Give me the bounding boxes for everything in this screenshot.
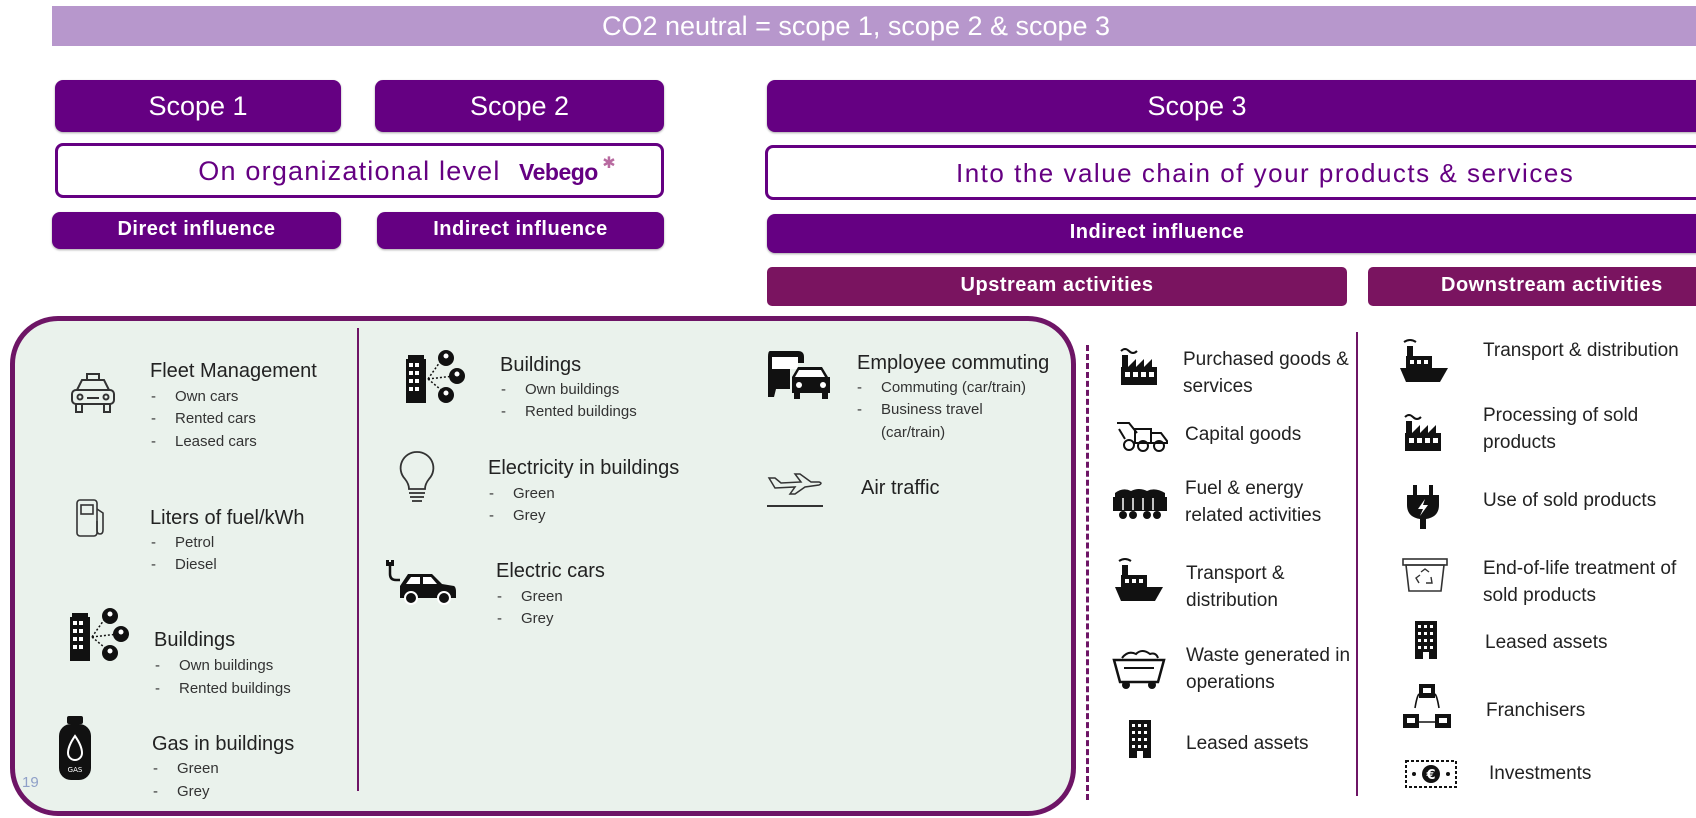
scope1-subitem: -Diesel [151, 556, 217, 573]
lightbulb-icon [397, 449, 437, 507]
svg-text:GAS: GAS [68, 766, 83, 774]
gas-cylinder-icon: GAS [57, 716, 93, 782]
value-chain-box: Into the value chain of your products & … [765, 145, 1696, 200]
upstream-activities-bar: Upstream activities [767, 267, 1347, 306]
franchise-network-icon [1401, 682, 1453, 732]
upstream-item-label: Purchased goods & services [1183, 349, 1349, 397]
car-icon [68, 370, 118, 418]
scope3-subitem: -Commuting (car/train) [857, 379, 1027, 396]
vebego-logo: Vebego [519, 159, 598, 185]
downstream-item-label: End-of-life treatment of sold products [1483, 558, 1677, 606]
scope3-subitem: (car/train) [881, 424, 946, 441]
scope1-subitem: -Green [153, 760, 219, 777]
scope2-header: Scope 2 [375, 80, 664, 132]
downstream-item-label: Use of sold products [1483, 490, 1657, 511]
upstream-dashed-divider [1086, 345, 1089, 800]
ship-icon [1398, 338, 1450, 386]
office-building-icon [1413, 619, 1439, 661]
scope1-subitem: -Own cars [151, 388, 239, 405]
downstream-item-label: Investments [1489, 763, 1592, 784]
euro-banknote-icon: € [1404, 759, 1458, 789]
organizational-level-label: On organizational level [198, 156, 501, 186]
emissions-panel [10, 316, 1076, 816]
scope3-item-title: Employee commuting [857, 352, 1050, 374]
scope1-subitem: -Rented buildings [155, 680, 291, 697]
waste-container-icon [1110, 648, 1168, 690]
scope1-header: Scope 1 [55, 80, 341, 132]
ship-icon [1113, 557, 1165, 605]
train-wagon-icon [1109, 485, 1171, 521]
scope2-subitem: -Own buildings [501, 381, 620, 398]
recycle-bin-icon [1401, 557, 1449, 595]
scope1-item-title: Liters of fuel/kWh [150, 507, 305, 529]
power-plug-icon [1404, 483, 1442, 531]
scope2-item-title: Electric cars [496, 560, 605, 582]
scope1-item-title: Buildings [154, 629, 236, 651]
direct-influence-bar: Direct influence [52, 212, 341, 249]
office-building-icon [1127, 718, 1153, 760]
upstream-item-label: Capital goods [1185, 424, 1302, 445]
upstream-item-label: Fuel & energy related activities [1185, 478, 1322, 526]
fuel-pump-icon [74, 497, 110, 539]
page-number: 19 [22, 774, 39, 791]
scope1-subitem: -Leased cars [151, 433, 257, 450]
indirect-influence-bar-scope3: Indirect influence [767, 214, 1696, 253]
building-people-icon [66, 607, 130, 665]
scope1-subitem: -Rented cars [151, 410, 256, 427]
scope1-subitem: -Petrol [151, 534, 215, 551]
scope2-subitem: -Green [489, 485, 555, 502]
scope2-item-title: Buildings [500, 354, 582, 376]
scope2-subitem: -Green [497, 588, 563, 605]
scope3-header: Scope 3 [767, 80, 1696, 132]
downstream-item-label: Leased assets [1485, 632, 1608, 653]
tow-truck-icon [1115, 419, 1171, 453]
value-chain-label: Into the value chain of your products & … [956, 158, 1575, 188]
scope1-scope2-divider [357, 328, 359, 791]
header-banner: CO2 neutral = scope 1, scope 2 & scope 3 [52, 6, 1696, 46]
upstream-item-label: Waste generated in operations [1186, 645, 1351, 693]
upstream-item-label: Transport & distribution [1186, 563, 1285, 611]
scope2-subitem: -Rented buildings [501, 403, 637, 420]
upstream-downstream-divider [1356, 332, 1358, 796]
scope1-item-title: Gas in buildings [152, 733, 295, 755]
scope3-item-title: Air traffic [861, 477, 940, 499]
downstream-item-label: Transport & distribution [1483, 340, 1679, 361]
scope2-subitem: -Grey [497, 610, 554, 627]
scope3-subitem: -Business travel [857, 401, 983, 418]
organizational-level-box: On organizational level Vebego ✱ [55, 143, 664, 198]
indirect-influence-bar-scope2: Indirect influence [377, 212, 664, 249]
bus-car-icon [764, 349, 832, 401]
header-title: CO2 neutral = scope 1, scope 2 & scope 3 [602, 11, 1111, 41]
scope1-subitem: -Own buildings [155, 657, 274, 674]
factory-icon [1403, 409, 1443, 453]
airplane-icon [765, 470, 825, 510]
factory-icon [1119, 343, 1159, 387]
electric-car-icon [384, 560, 458, 606]
scope2-item-title: Electricity in buildings [488, 457, 680, 479]
downstream-activities-bar: Downstream activities [1368, 267, 1696, 306]
scope1-subitem: -Grey [153, 783, 210, 800]
downstream-item-label: Processing of sold products [1483, 405, 1639, 453]
scope2-subitem: -Grey [489, 507, 546, 524]
scope1-item-title: Fleet Management [150, 360, 317, 382]
upstream-item-label: Leased assets [1186, 733, 1309, 754]
svg-text:€: € [1425, 768, 1435, 783]
downstream-item-label: Franchisers [1486, 700, 1586, 721]
vebego-logo-star-icon: ✱ [602, 155, 616, 172]
building-people-icon [402, 349, 466, 407]
